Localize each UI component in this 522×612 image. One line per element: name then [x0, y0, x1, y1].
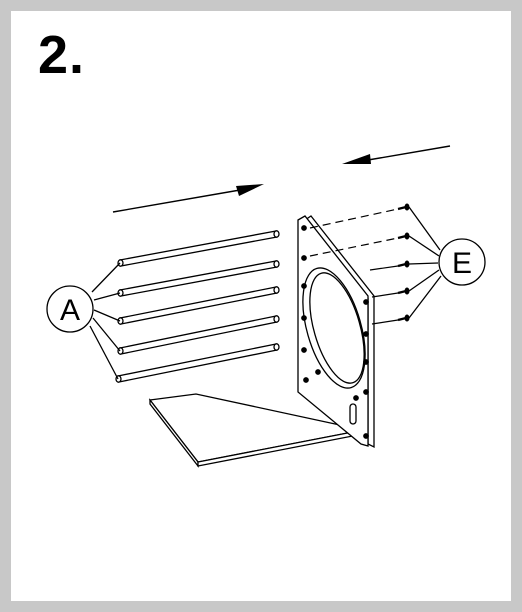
screw — [369, 260, 410, 271]
screw — [309, 232, 410, 257]
rod — [117, 230, 280, 267]
mounting-flange — [297, 215, 375, 449]
rod — [117, 260, 280, 297]
callout-e: E — [408, 206, 486, 319]
rod — [117, 315, 280, 355]
screw — [309, 203, 410, 229]
rod-group — [115, 230, 280, 383]
screw-group — [309, 203, 410, 325]
callout-e-label: E — [452, 247, 472, 280]
callout-a-label: A — [60, 294, 80, 327]
screw-direction-arrow — [342, 145, 451, 164]
base-plate — [148, 393, 364, 468]
step-number: 2. — [38, 25, 86, 85]
insert-direction-arrow — [112, 184, 264, 213]
callout-a: A — [46, 262, 121, 380]
screw — [371, 287, 410, 298]
rod — [117, 286, 280, 325]
screw — [371, 314, 410, 325]
